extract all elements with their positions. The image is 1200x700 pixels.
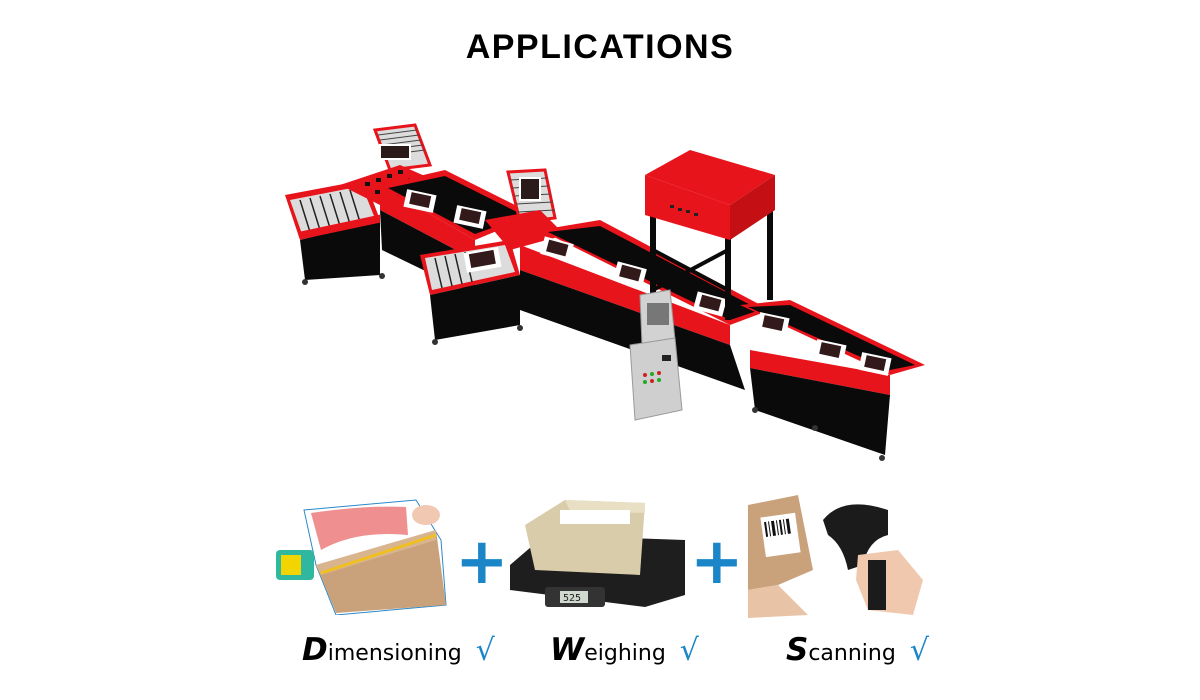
plus-icon-1: + bbox=[455, 525, 509, 599]
step-label-scanning: Scanning √ bbox=[786, 632, 929, 668]
belt-section-3 bbox=[740, 300, 925, 455]
left-roller-infeed bbox=[285, 180, 380, 280]
lower-roller-infeed bbox=[420, 240, 520, 340]
conveyor-system-illustration bbox=[285, 123, 925, 461]
step-text: eighing bbox=[584, 641, 666, 666]
check-icon: √ bbox=[475, 633, 495, 668]
check-icon: √ bbox=[679, 633, 699, 668]
step-initial: W bbox=[550, 632, 585, 668]
page-title: APPLICATIONS bbox=[465, 28, 735, 66]
step-initial: S bbox=[786, 632, 809, 668]
scale-display: 525 bbox=[563, 593, 581, 604]
dimensioning-image bbox=[276, 499, 447, 615]
scanning-image bbox=[748, 495, 923, 618]
weighing-image: 525 bbox=[510, 500, 685, 607]
middle-top-chute bbox=[506, 168, 557, 224]
step-text: canning bbox=[808, 641, 896, 666]
control-kiosk bbox=[629, 289, 683, 421]
step-label-weighing: Weighing √ bbox=[550, 632, 699, 668]
plus-icon-2: + bbox=[690, 525, 744, 599]
dws-gantry bbox=[645, 150, 775, 320]
step-text: imensioning bbox=[327, 641, 462, 666]
check-icon: √ bbox=[909, 633, 929, 668]
step-initial: D bbox=[302, 632, 328, 668]
left-top-chute bbox=[372, 123, 433, 172]
step-label-dimensioning: Dimensioning √ bbox=[302, 632, 495, 668]
leveling-feet bbox=[302, 273, 885, 461]
